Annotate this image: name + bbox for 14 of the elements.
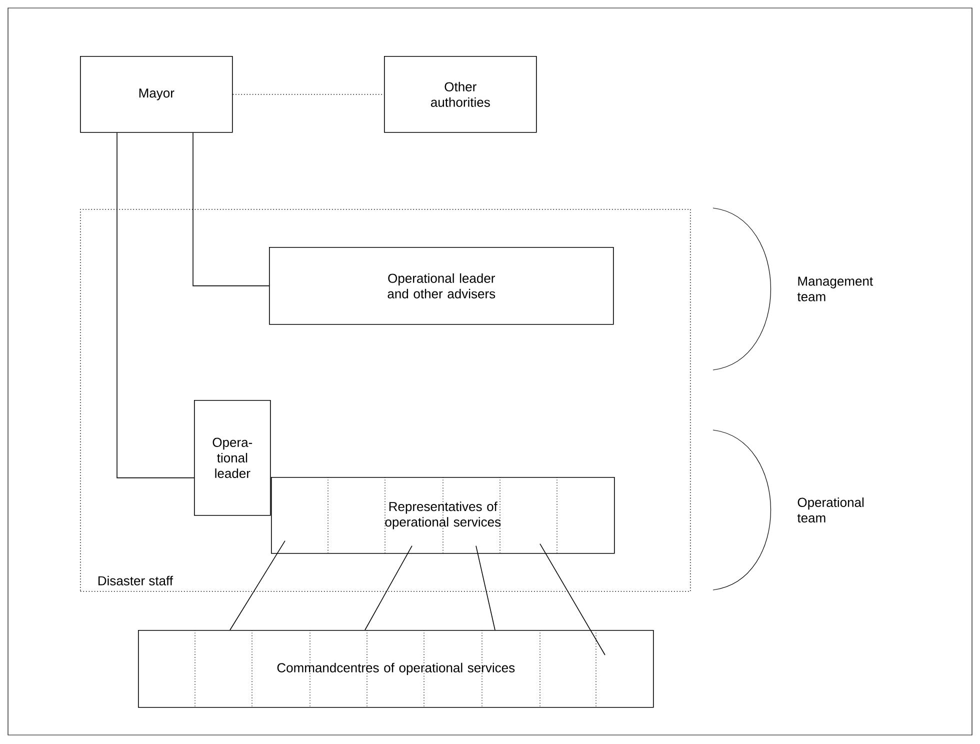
group-label: Management team <box>797 276 873 302</box>
box: Operational leader and other advisers <box>269 247 614 325</box>
connector-line <box>116 132 194 478</box>
box: Mayor <box>80 56 233 133</box>
box: Commandcentres of operational services <box>138 630 654 708</box>
box: Other authorities <box>384 56 537 133</box>
connector-line <box>540 543 606 656</box>
connector-line <box>192 132 270 286</box>
connector-line <box>232 94 384 95</box>
group-label: Operational team <box>797 497 864 523</box>
connector-line <box>364 545 412 630</box>
connector-line <box>230 540 286 630</box>
box: Opera-tional leader <box>194 400 271 516</box>
connector-line <box>476 545 496 630</box>
